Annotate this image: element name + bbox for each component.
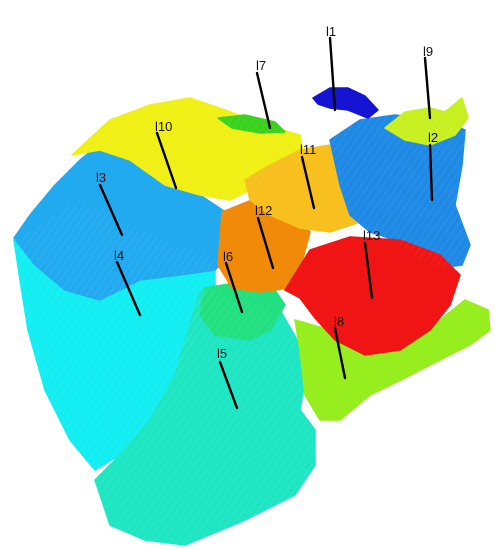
label-l11: l11 [300,142,316,157]
label-l9: l9 [423,44,433,59]
label-l8: l8 [334,314,344,329]
label-l13: l13 [363,228,380,243]
label-l6: l6 [223,249,233,264]
label-l3: l3 [96,170,106,185]
label-l2: l2 [428,130,438,145]
label-l7: l7 [256,58,266,73]
label-l10: l10 [155,119,172,134]
label-l4: l4 [114,248,124,263]
label-l1: l1 [326,24,336,39]
region-l1 [313,88,378,118]
label-l5: l5 [217,346,227,361]
label-l12: l12 [255,203,272,218]
